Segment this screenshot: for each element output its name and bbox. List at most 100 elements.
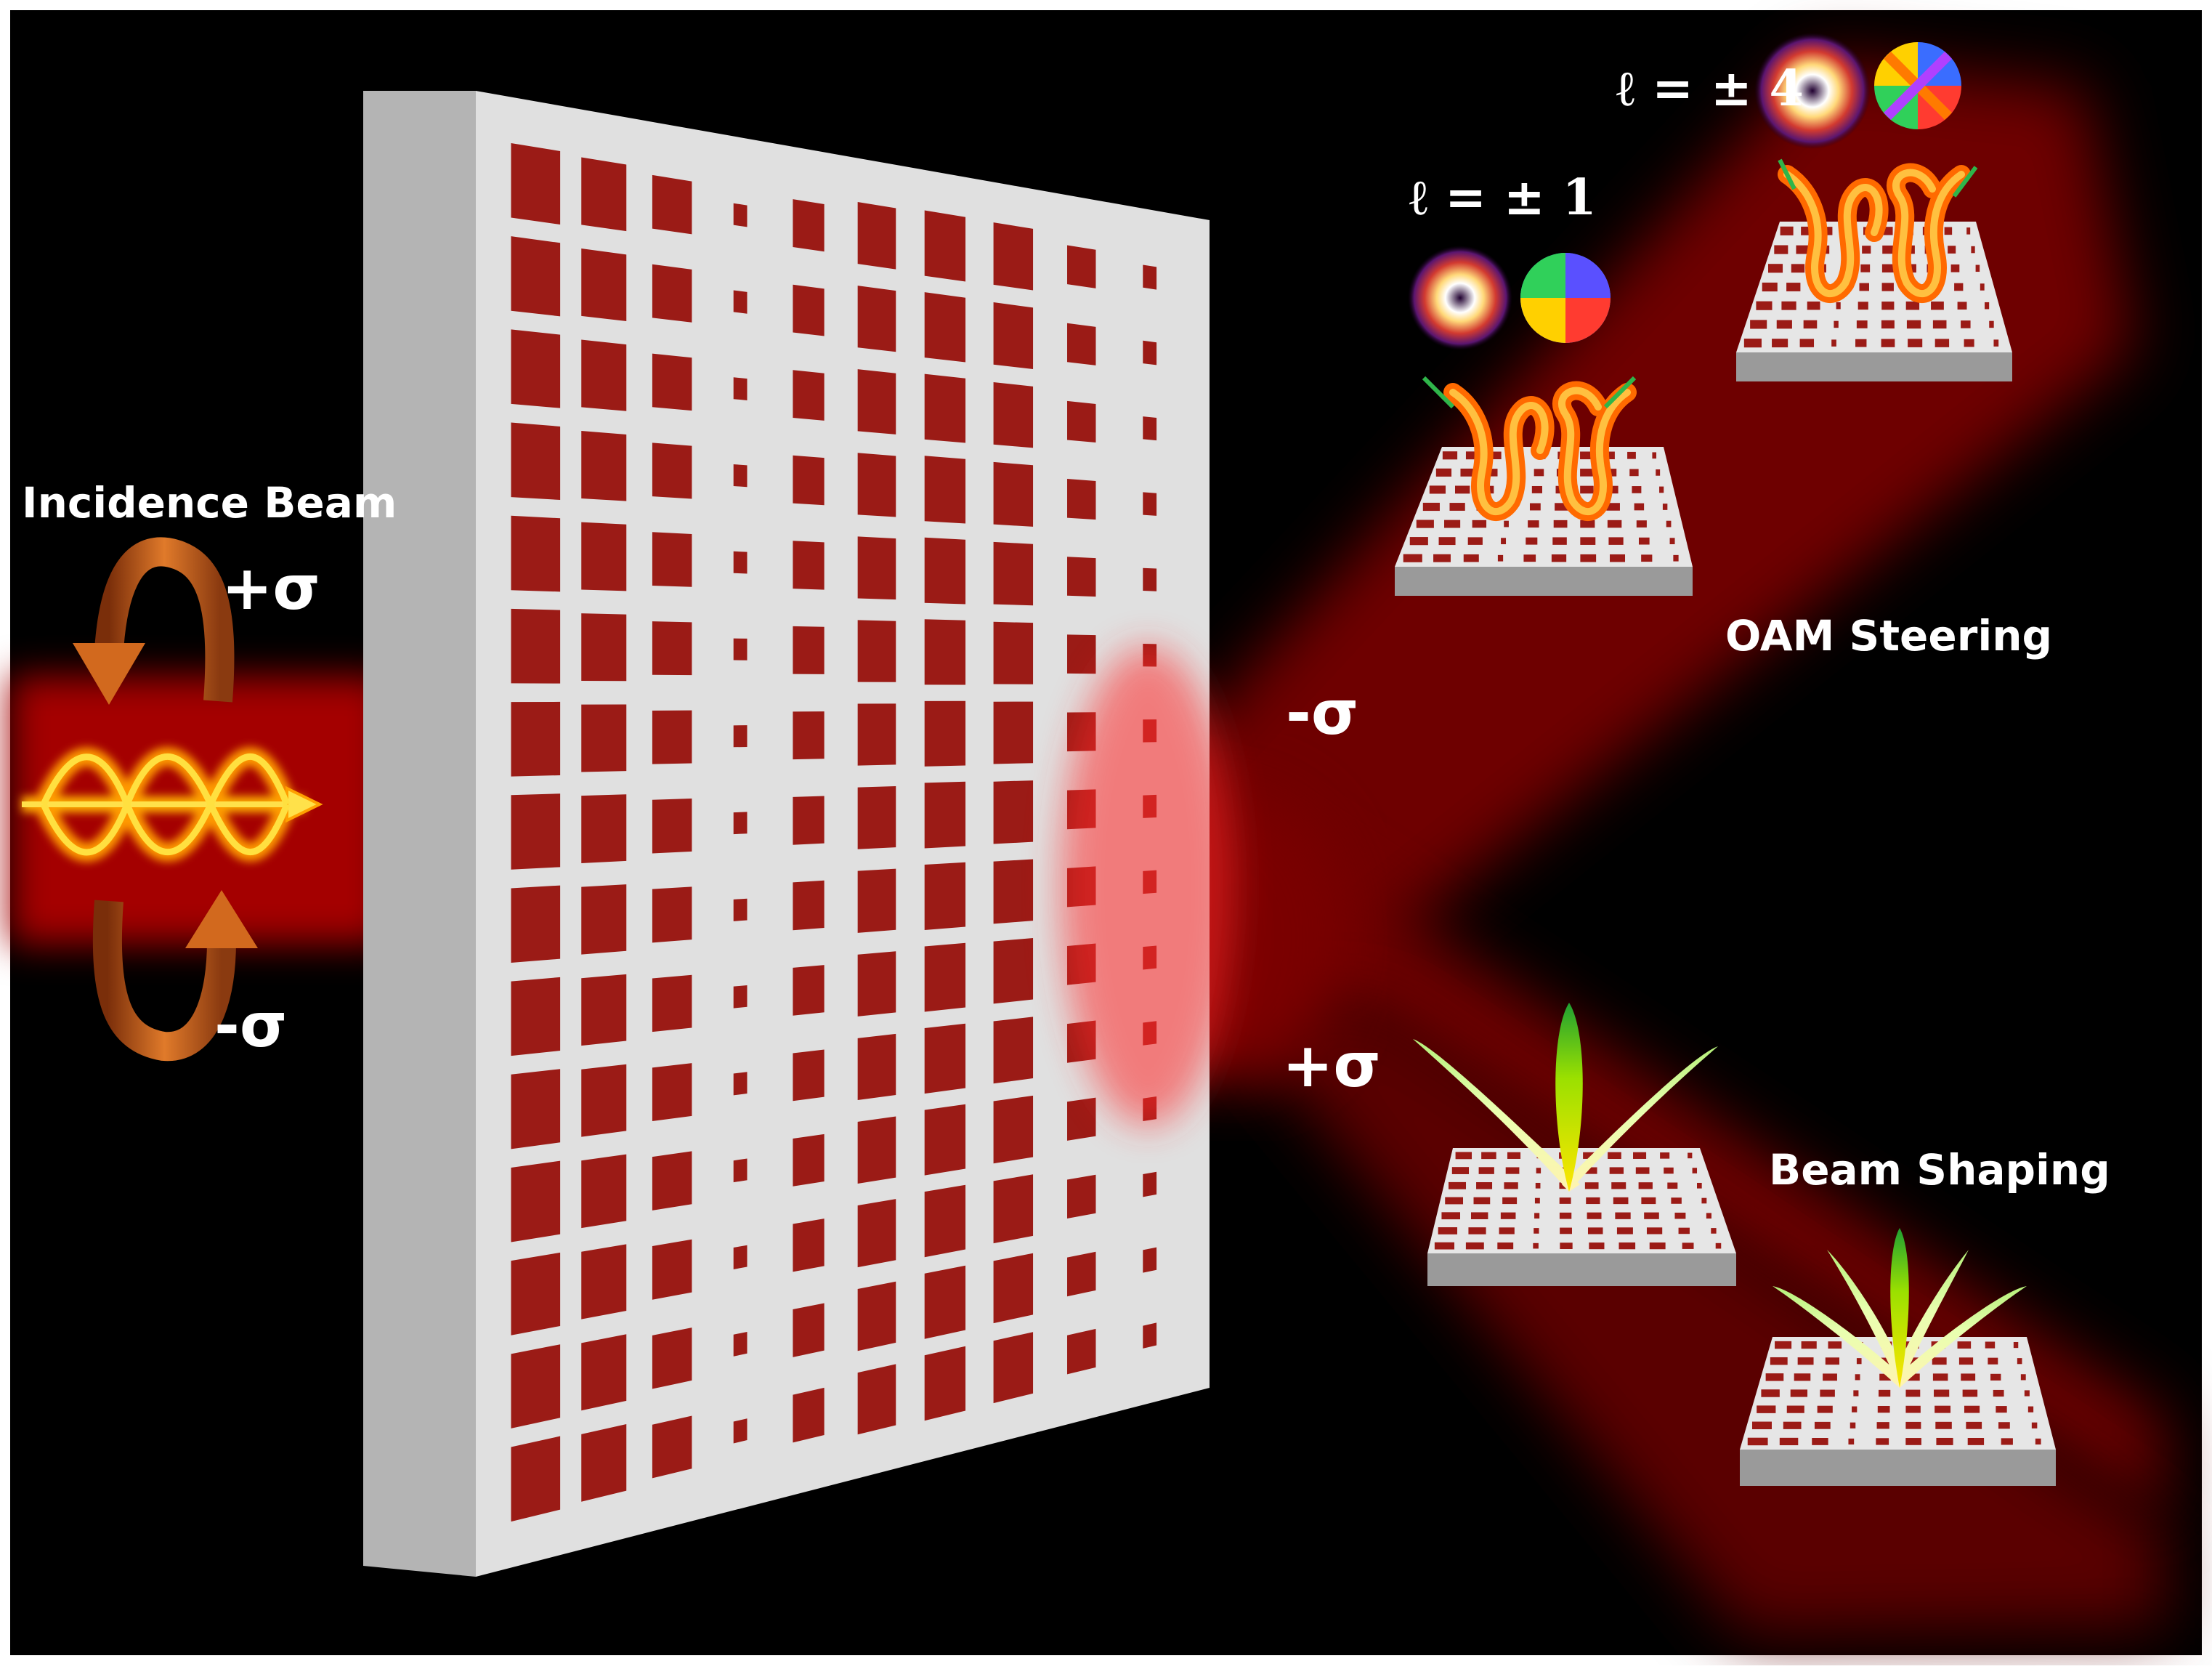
unit-cell bbox=[652, 1327, 692, 1389]
mini-unit-cell bbox=[1790, 1389, 1808, 1397]
unit-cell bbox=[993, 461, 1034, 527]
mini-unit-cell bbox=[1649, 1242, 1666, 1250]
mini-unit-cell bbox=[1553, 520, 1568, 528]
mini-unit-cell bbox=[1881, 302, 1895, 310]
unit-cell bbox=[733, 1158, 748, 1183]
mini-unit-cell bbox=[1608, 537, 1624, 545]
mini-unit-cell bbox=[1664, 1167, 1674, 1174]
unit-cell bbox=[857, 1116, 896, 1184]
unit-cell bbox=[993, 937, 1034, 1004]
metasurface bbox=[363, 91, 1235, 1577]
unit-cell bbox=[733, 290, 748, 314]
mini-unit-cell bbox=[1646, 1227, 1663, 1234]
unit-cell bbox=[793, 541, 825, 590]
mini-unit-cell bbox=[1807, 301, 1820, 310]
unit-cell bbox=[652, 264, 692, 323]
mini-unit-cell bbox=[1507, 1152, 1521, 1159]
mini-unit-cell bbox=[1825, 1357, 1840, 1365]
mini-unit-cell bbox=[1993, 339, 1999, 347]
mini-unit-cell bbox=[1990, 1373, 2001, 1381]
unit-cell bbox=[1143, 567, 1157, 591]
mini-unit-cell bbox=[1451, 1167, 1470, 1174]
mini-unit-cell bbox=[1957, 302, 1967, 310]
mini-unit-cell bbox=[1449, 503, 1465, 511]
mini-unit-cell bbox=[1449, 1181, 1467, 1189]
mini-unit-cell bbox=[1881, 283, 1894, 291]
mini-unit-cell bbox=[2027, 1406, 2034, 1413]
side-lobe-right bbox=[1562, 1046, 1718, 1192]
unit-cell bbox=[652, 532, 692, 587]
mini-unit-cell bbox=[1529, 503, 1541, 511]
unit-cell bbox=[581, 704, 627, 772]
mini-unit-cell bbox=[1852, 1406, 1857, 1413]
mini-unit-cell bbox=[1820, 1389, 1835, 1397]
mini-unit-cell bbox=[1438, 537, 1456, 546]
mini-unit-cell bbox=[2031, 1422, 2038, 1428]
mini-unit-cell bbox=[1799, 339, 1815, 347]
unit-cell bbox=[1067, 479, 1096, 520]
unit-cell bbox=[857, 703, 896, 766]
mini-unit-cell bbox=[1641, 554, 1653, 562]
unit-cell bbox=[793, 1303, 825, 1357]
side-lobe-left bbox=[1413, 1039, 1580, 1192]
mini-unit-cell bbox=[1505, 1167, 1520, 1174]
mini-unit-cell bbox=[1862, 246, 1871, 254]
mini-unit-cell bbox=[1958, 1357, 1974, 1365]
mini-unit-cell bbox=[1559, 1212, 1572, 1219]
unit-cell bbox=[924, 210, 966, 282]
unit-cell bbox=[1067, 557, 1096, 597]
unit-cell bbox=[993, 621, 1034, 684]
mini-unit-cell bbox=[1531, 485, 1543, 493]
mini-unit-cell bbox=[1985, 1341, 1996, 1349]
mini-unit-cell bbox=[1422, 502, 1440, 512]
mini-unit-cell bbox=[1499, 1227, 1515, 1234]
mini-unit-cell bbox=[1935, 1405, 1951, 1413]
mini-unit-cell bbox=[1641, 1197, 1656, 1205]
unit-cell bbox=[581, 157, 627, 232]
mini-unit-cell bbox=[1877, 1405, 1890, 1413]
mini-unit-cell bbox=[1836, 302, 1841, 310]
mini-unit-cell bbox=[1761, 1389, 1780, 1397]
mini-unit-cell bbox=[1580, 537, 1596, 545]
unit-cell bbox=[924, 619, 966, 685]
mini-unit-cell bbox=[1859, 283, 1869, 291]
unit-cell bbox=[511, 1436, 561, 1522]
unit-cell bbox=[581, 794, 627, 864]
plus-sigma-out-label: +σ bbox=[1282, 1030, 1381, 1101]
unit-cell bbox=[511, 236, 561, 317]
unit-cell bbox=[511, 701, 561, 777]
unit-cell bbox=[652, 1063, 692, 1122]
unit-cell bbox=[793, 199, 825, 252]
unit-cell bbox=[793, 370, 825, 421]
unit-cell bbox=[733, 1072, 748, 1096]
unit-cell bbox=[511, 1069, 561, 1149]
mini-unit-cell bbox=[1850, 1422, 1856, 1428]
mini-unit-cell bbox=[1781, 301, 1796, 310]
mini-unit-cell bbox=[1993, 1389, 2004, 1397]
mini-unit-cell bbox=[1757, 1405, 1776, 1413]
unit-cell bbox=[511, 1344, 561, 1428]
minus-sigma-out-label: -σ bbox=[1286, 677, 1358, 748]
unit-cell bbox=[652, 710, 692, 764]
mini-unit-cell bbox=[1528, 520, 1539, 528]
unit-cell bbox=[1143, 1247, 1157, 1273]
unit-cell bbox=[581, 1064, 627, 1137]
unit-cell bbox=[793, 626, 825, 674]
mini-unit-cell bbox=[1682, 1242, 1694, 1249]
unit-cell bbox=[511, 608, 561, 684]
unit-cell bbox=[1067, 1251, 1096, 1297]
mini-unit-cell bbox=[1497, 1242, 1514, 1250]
mini-unit-cell bbox=[1966, 1421, 1982, 1429]
mini-unit-cell bbox=[1560, 1242, 1573, 1250]
mini-unit-cell bbox=[1935, 339, 1950, 347]
mini-unit-cell bbox=[1905, 1405, 1921, 1413]
mini-unit-cell bbox=[1656, 469, 1661, 476]
mini-unit-cell bbox=[1534, 1228, 1539, 1234]
mini-unit-cell bbox=[1463, 554, 1479, 562]
unit-cell bbox=[857, 785, 896, 849]
mini-unit-cell bbox=[1502, 1197, 1518, 1205]
mini-unit-cell bbox=[1468, 1227, 1486, 1234]
unit-cell bbox=[511, 793, 561, 870]
mini-unit-cell bbox=[1905, 1438, 1921, 1445]
mini-unit-cell bbox=[1455, 1152, 1472, 1160]
